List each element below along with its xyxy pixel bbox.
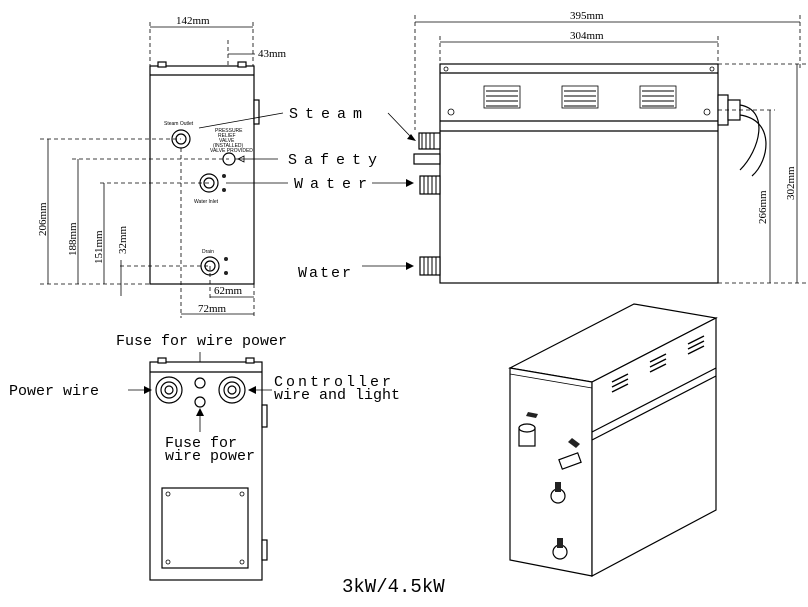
water-inlet-label: Water Inlet [194, 199, 219, 205]
dim-62: 62mm [214, 285, 243, 297]
fuse-2 [194, 396, 206, 408]
steam-outlet-label: Steam Outlet [164, 121, 194, 127]
callout-water-2: Water [298, 265, 353, 282]
dim-72: 72mm [198, 303, 227, 315]
callout-steam: Steam [289, 106, 369, 123]
dim-142: 142mm [176, 15, 210, 27]
relief-text-4: (INSTALLED) [213, 143, 244, 149]
dim-188: 188mm [67, 222, 79, 256]
fuse-bottom-label-2: wire power [165, 448, 255, 465]
dim-32: 32mm [117, 225, 129, 254]
model-caption: 3kW/4.5kW [342, 576, 445, 598]
inlet-fitting [419, 175, 441, 195]
dim-151: 151mm [93, 230, 105, 264]
side-view: 395mm 304mm [362, 10, 808, 284]
safety-fitting [413, 153, 441, 165]
fuse-top-label: Fuse for wire power [116, 333, 287, 350]
drain-fitting [419, 256, 441, 276]
controller-gland [218, 376, 246, 404]
relief-text-1: PRESSURE [215, 128, 243, 134]
top-view: Fuse for wire power Power wire Controlle… [9, 333, 400, 581]
isometric-view [508, 303, 718, 577]
relief-text-5: VALVE PROVIDED [210, 148, 253, 154]
drain-label: Drain [202, 249, 214, 255]
access-panel [161, 487, 249, 569]
controller-label-2: wire and light [274, 387, 400, 404]
front-body [149, 65, 255, 285]
power-wire-gland [155, 376, 183, 404]
front-view: 142mm 43mm Steam Outlet PRESSURE RELIEF … [37, 15, 384, 318]
dim-206: 206mm [37, 202, 49, 236]
callout-water-1: Water [294, 176, 374, 193]
power-wire-label: Power wire [9, 383, 99, 400]
controller-label-1: Controller [274, 374, 394, 391]
callout-safety: Safety [288, 152, 384, 169]
dim-395: 395mm [570, 10, 604, 22]
fuse-1 [194, 377, 206, 389]
dim-304: 304mm [570, 30, 604, 42]
fuse-bottom-label-1: Fuse for [165, 435, 237, 452]
dim-302: 302mm [785, 166, 797, 200]
relief-text-2: RELIEF [218, 133, 236, 139]
relief-text-3: VALVE [219, 138, 235, 144]
dim-266: 266mm [757, 190, 769, 224]
dim-43: 43mm [258, 48, 287, 60]
